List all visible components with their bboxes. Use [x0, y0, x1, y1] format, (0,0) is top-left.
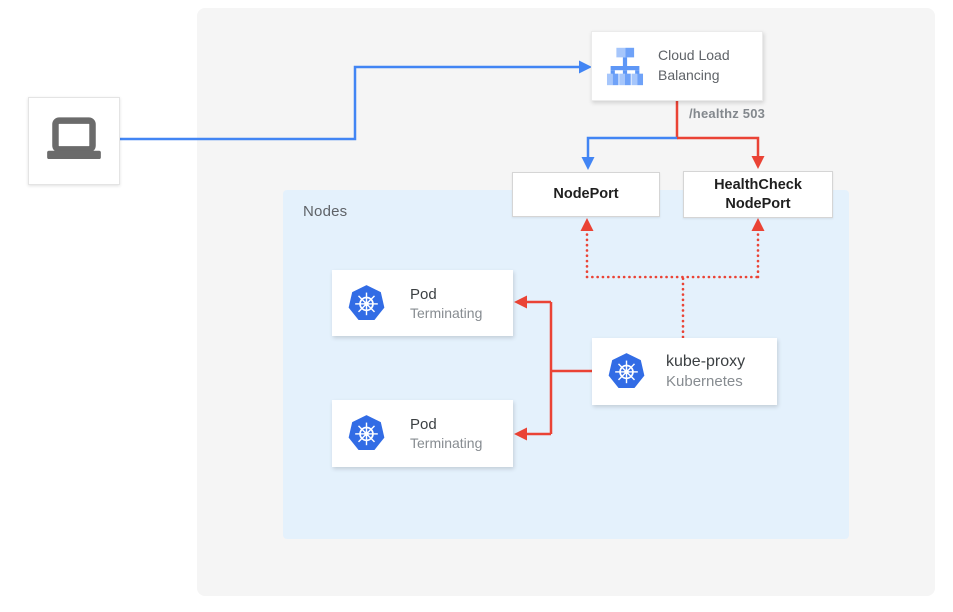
pod-title: Pod [410, 416, 437, 433]
healthcheck-nodeport-node: HealthCheck NodePort [683, 171, 833, 218]
cloud-load-balancing-node: Cloud Load Balancing [591, 31, 763, 101]
kube-proxy-title: kube-proxy [666, 353, 746, 370]
client-node [28, 97, 120, 185]
kube-proxy-node: kube-proxy Kubernetes [592, 338, 777, 405]
pod-title: Pod [410, 285, 437, 303]
kubernetes-icon [348, 284, 385, 320]
pod-status: Terminating [410, 435, 483, 451]
nodeport-node: NodePort [512, 172, 660, 217]
cloud-load-balancing-icon [606, 47, 644, 86]
nodeport-label: NodePort [553, 186, 619, 203]
pod-terminating-node-1: Pod Terminating [332, 270, 513, 336]
pod-terminating-node-2: Pod Terminating [332, 400, 513, 467]
pod-status: Terminating [410, 304, 483, 321]
kubernetes-icon [348, 415, 385, 450]
healthz-503-annotation: /healthz 503 [689, 106, 766, 121]
healthcheck-nodeport-label: HealthCheck NodePort [714, 176, 802, 212]
kubernetes-icon [608, 353, 645, 388]
cloud-load-balancing-label: Cloud Load Balancing [658, 47, 730, 83]
kube-proxy-subtitle: Kubernetes [666, 373, 743, 390]
laptop-icon [47, 117, 101, 160]
nodes-group-label: Nodes [303, 203, 348, 220]
